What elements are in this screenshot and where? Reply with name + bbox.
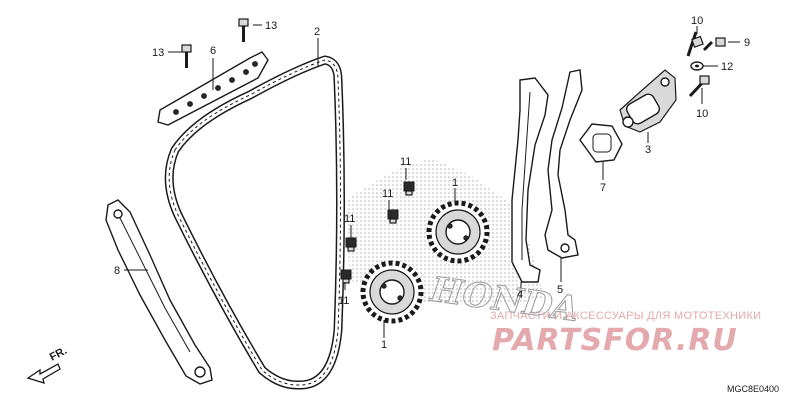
callout-11-c: 11 — [344, 213, 355, 225]
bolt-10-lower — [688, 75, 710, 98]
callout-5: 5 — [557, 284, 563, 296]
callout-9: 9 — [744, 37, 750, 49]
tensioner-slider-5 — [544, 69, 583, 259]
cam-chain — [164, 55, 345, 390]
bolt-10-upper — [686, 31, 704, 57]
callout-13-left: 13 — [152, 47, 164, 59]
bolt-11-d — [340, 269, 352, 284]
bolt-11-b — [387, 209, 399, 224]
cam-sprocket-lower — [360, 260, 424, 324]
leader-lines — [124, 24, 740, 338]
callouts: 13 13 6 2 8 11 11 11 11 1 1 4 5 7 3 10 9… — [114, 15, 750, 351]
tensioner-lifter-3 — [619, 69, 677, 133]
callout-10-upper: 10 — [691, 15, 703, 27]
callout-11-a: 11 — [400, 156, 411, 168]
bolt-11-a — [403, 181, 415, 196]
callout-2: 2 — [314, 26, 320, 38]
callout-8: 8 — [114, 265, 120, 277]
callout-1-lower: 1 — [381, 339, 387, 351]
callout-4: 4 — [517, 289, 523, 301]
callout-3: 3 — [645, 144, 651, 156]
bolt-9 — [702, 37, 726, 52]
callout-12: 12 — [721, 61, 733, 73]
watermark-logo: PARTSFOR.RU — [492, 323, 738, 358]
callout-11-d: 11 — [338, 295, 349, 307]
gasket-7 — [579, 123, 623, 163]
callout-13-right: 13 — [265, 20, 277, 32]
watermark: ЗАПЧАСТИ И АКСЕССУАРЫ ДЛЯ МОТОТЕХНИКИ PA… — [490, 310, 761, 358]
washer-12 — [690, 61, 704, 71]
tensioner-arm — [105, 199, 213, 385]
diagram-reference-code: MGC8E0400 — [727, 384, 779, 394]
chain-guide-4 — [511, 77, 549, 283]
front-arrow: FR. — [26, 345, 69, 384]
front-arrow-label: FR. — [48, 345, 69, 364]
bolt-13-left — [181, 44, 192, 68]
cam-sprocket-upper — [426, 200, 490, 264]
callout-1-upper: 1 — [452, 177, 458, 189]
front-arrow-icon — [26, 363, 61, 384]
callout-7: 7 — [600, 182, 606, 194]
watermark-tagline: ЗАПЧАСТИ И АКСЕССУАРЫ ДЛЯ МОТОТЕХНИКИ — [490, 310, 761, 322]
callout-10-lower: 10 — [696, 108, 708, 120]
bolt-11-c — [345, 237, 357, 252]
bolt-13-right — [238, 18, 249, 42]
callout-6: 6 — [210, 45, 216, 57]
callout-11-b: 11 — [382, 188, 393, 200]
